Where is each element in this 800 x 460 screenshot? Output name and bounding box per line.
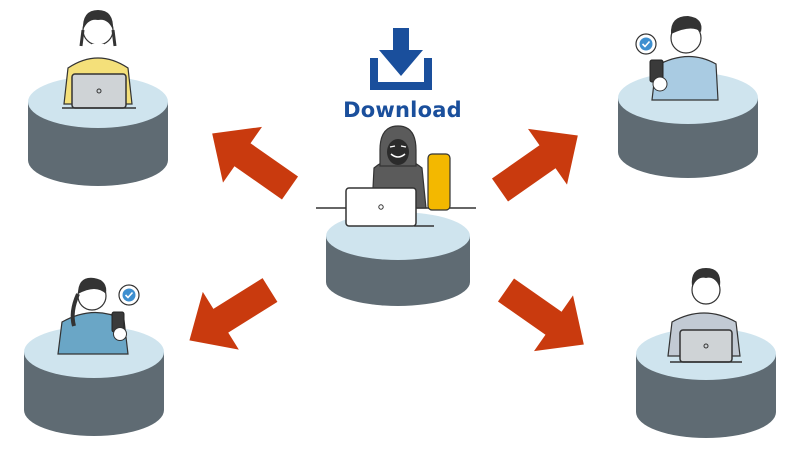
download-icon bbox=[370, 28, 432, 90]
user-top-right-check-icon bbox=[635, 33, 657, 55]
download-label: Download bbox=[343, 98, 462, 122]
user-top-right-figure bbox=[649, 16, 719, 101]
hacker-laptop bbox=[345, 187, 434, 227]
user-top-left-laptop bbox=[62, 73, 136, 109]
user-bottom-left-check-icon bbox=[118, 284, 140, 306]
user-bottom-left-figure bbox=[57, 277, 129, 355]
arrow-to-top-right bbox=[480, 107, 598, 218]
arrow-to-bottom-right bbox=[486, 262, 604, 373]
arrow-to-bottom-left bbox=[171, 261, 289, 370]
arrow-to-top-left bbox=[192, 105, 310, 216]
user-bottom-right-laptop bbox=[670, 329, 742, 363]
